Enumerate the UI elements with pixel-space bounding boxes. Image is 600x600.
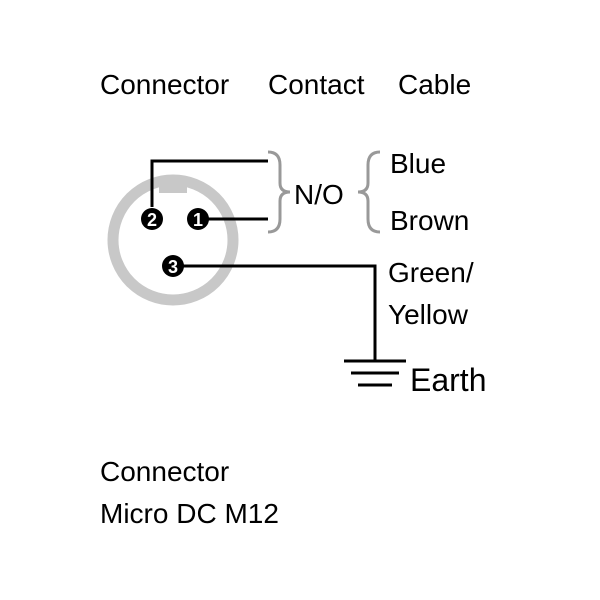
cable-blue: Blue (390, 148, 446, 179)
cable-green: Green/ (388, 257, 474, 288)
header-connector: Connector (100, 69, 229, 100)
cable-bracket-icon (357, 150, 381, 234)
pin-2: 2 (141, 208, 163, 230)
connector-ring (107, 174, 239, 306)
pin-3-label: 3 (168, 257, 178, 277)
pin-1-label: 1 (193, 210, 203, 230)
wire-pin3 (173, 264, 377, 360)
cable-yellow: Yellow (388, 299, 469, 330)
header-contact: Contact (268, 69, 365, 100)
pin-2-label: 2 (147, 210, 157, 230)
footer-model: Micro DC M12 (100, 498, 279, 529)
pin-1: 1 (187, 208, 209, 230)
wire-pin2 (150, 159, 268, 207)
earth-label: Earth (410, 362, 486, 398)
contact-no-label: N/O (294, 179, 344, 210)
pin-3: 3 (162, 255, 184, 277)
cable-brown: Brown (390, 205, 469, 236)
connector-key (159, 177, 187, 193)
contact-bracket-icon (267, 150, 291, 234)
earth-symbol-icon (344, 359, 406, 387)
header-cable: Cable (398, 69, 471, 100)
footer-connector: Connector (100, 456, 229, 487)
